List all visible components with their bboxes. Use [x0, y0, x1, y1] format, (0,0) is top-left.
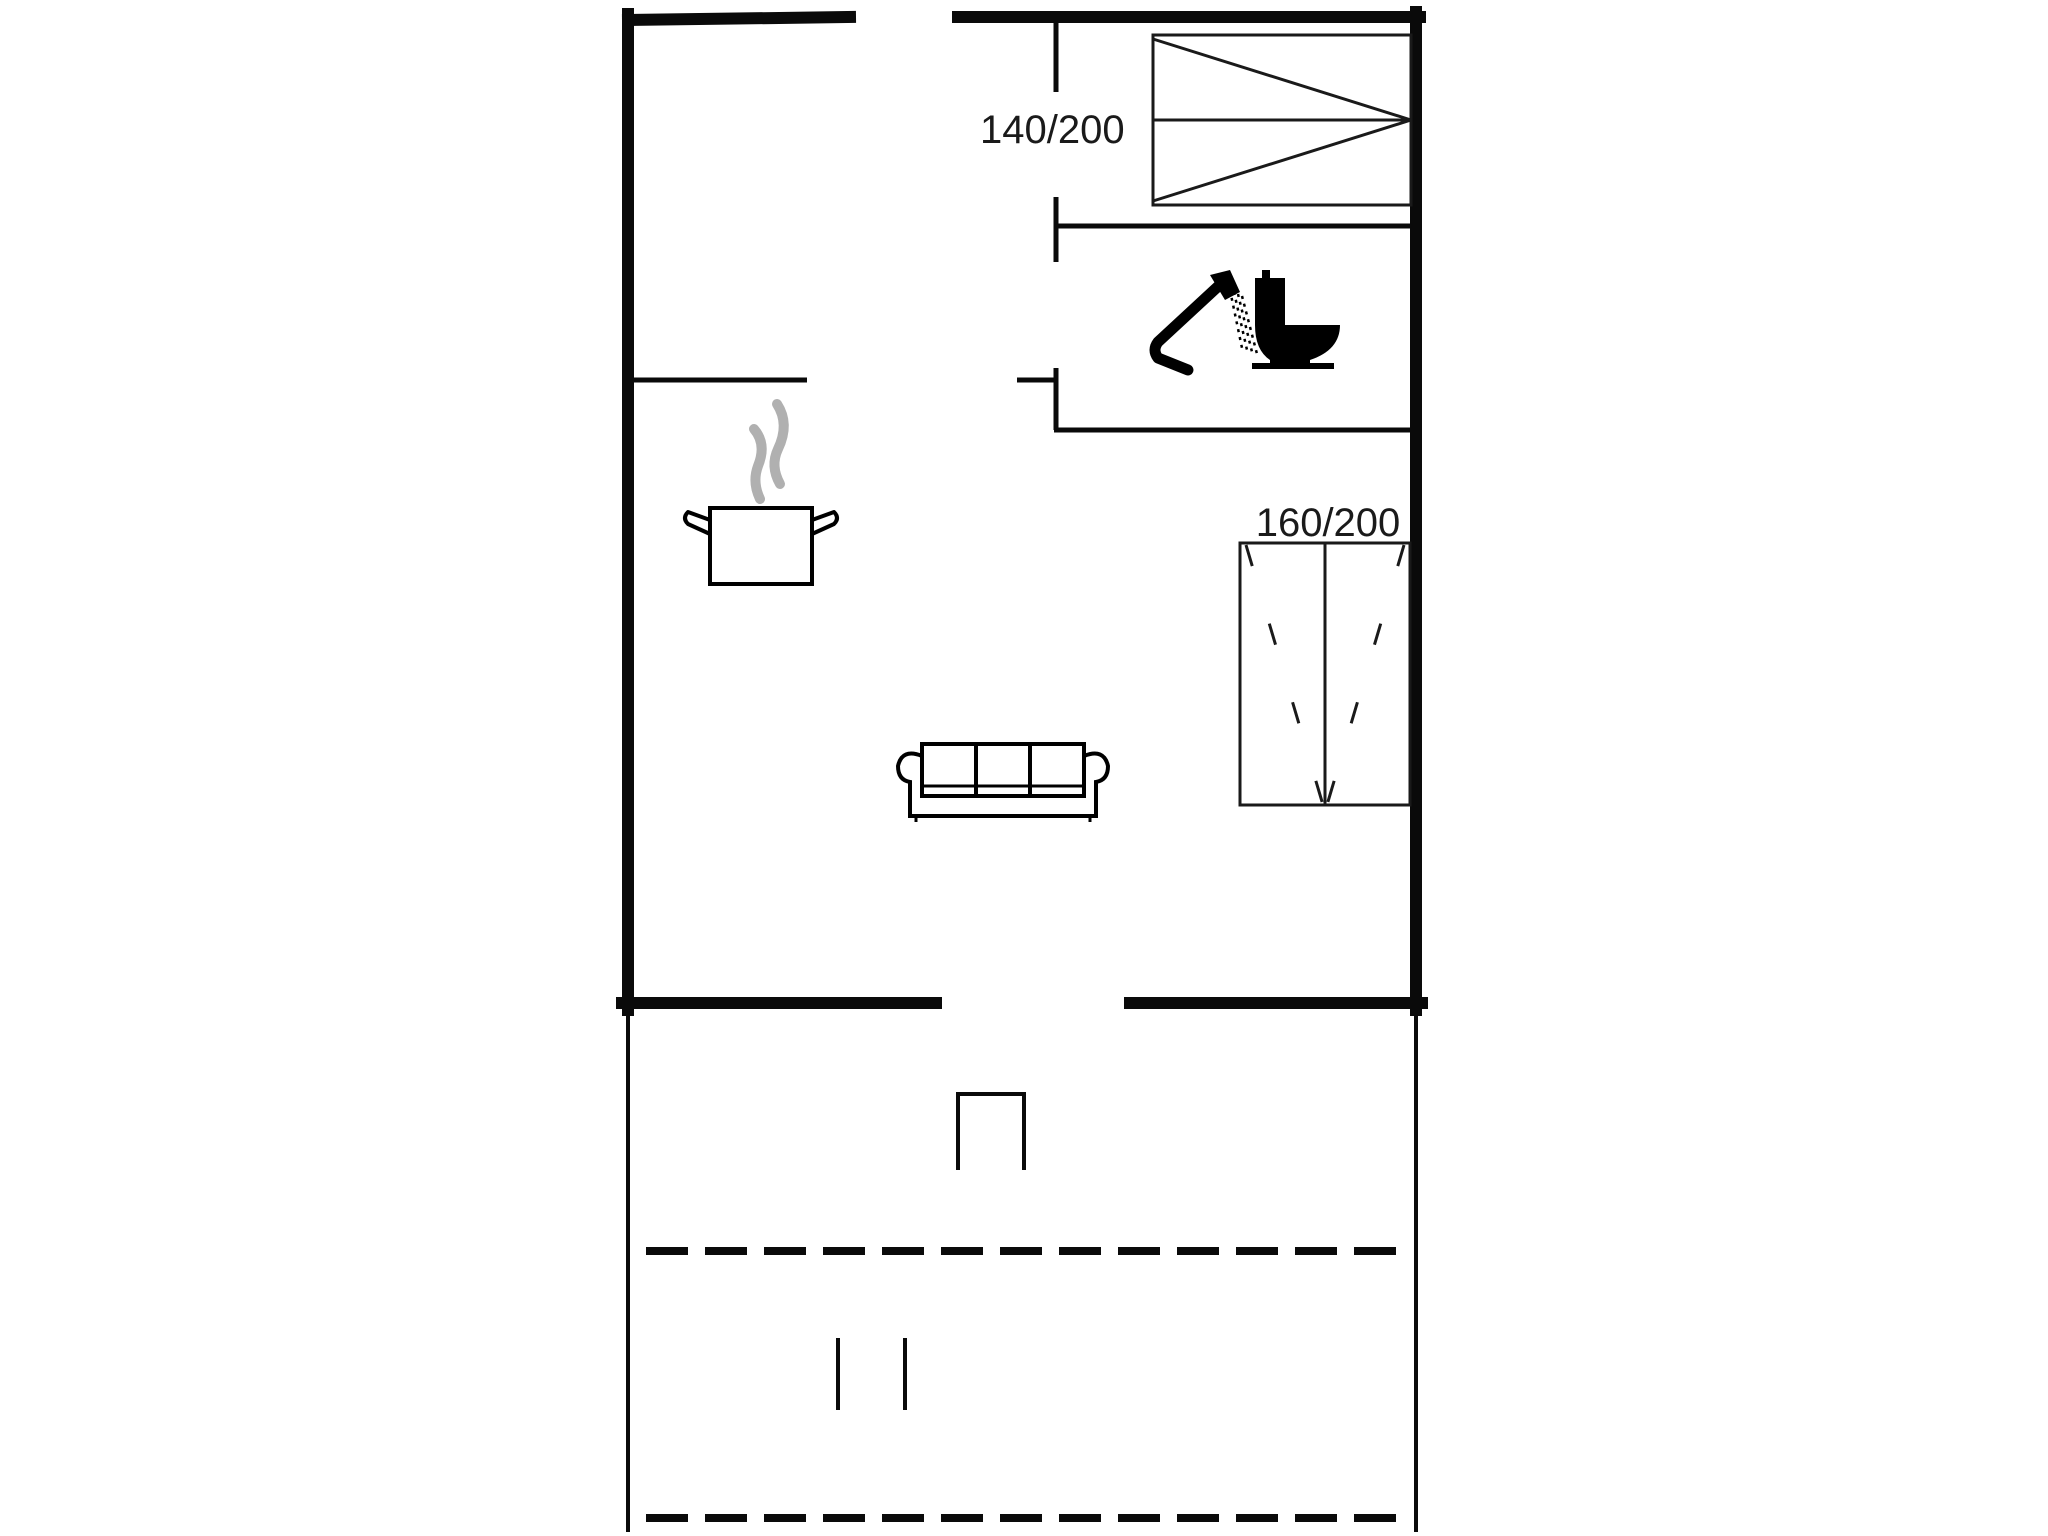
sofa-icon: [895, 742, 1111, 822]
bed-diagonal: [1244, 544, 1325, 806]
inner-walls: [634, 22, 1414, 433]
kitchen-pot-icon: [683, 399, 839, 586]
toilet-icon: [1252, 270, 1340, 369]
bed-size-label: 160/200: [1256, 501, 1401, 545]
bed-diagonal: [1325, 544, 1406, 806]
room-symbols: [683, 270, 1340, 822]
bed-160-200: 160/200: [1238, 501, 1412, 807]
bed-diagonal: [1152, 37, 1412, 122]
bed-diagonal: [1152, 118, 1412, 203]
outer-walls: [616, 6, 1428, 1016]
shower-icon: [1149, 270, 1259, 376]
outer-wall-top-left: [621, 10, 857, 27]
bed-size-label: 140/200: [980, 108, 1125, 152]
terrace: [626, 1010, 1418, 1532]
beds: 140/200 160/200: [980, 33, 1413, 807]
bed-140-200: 140/200: [980, 33, 1413, 207]
terrace-step-marker: [956, 1092, 1026, 1170]
